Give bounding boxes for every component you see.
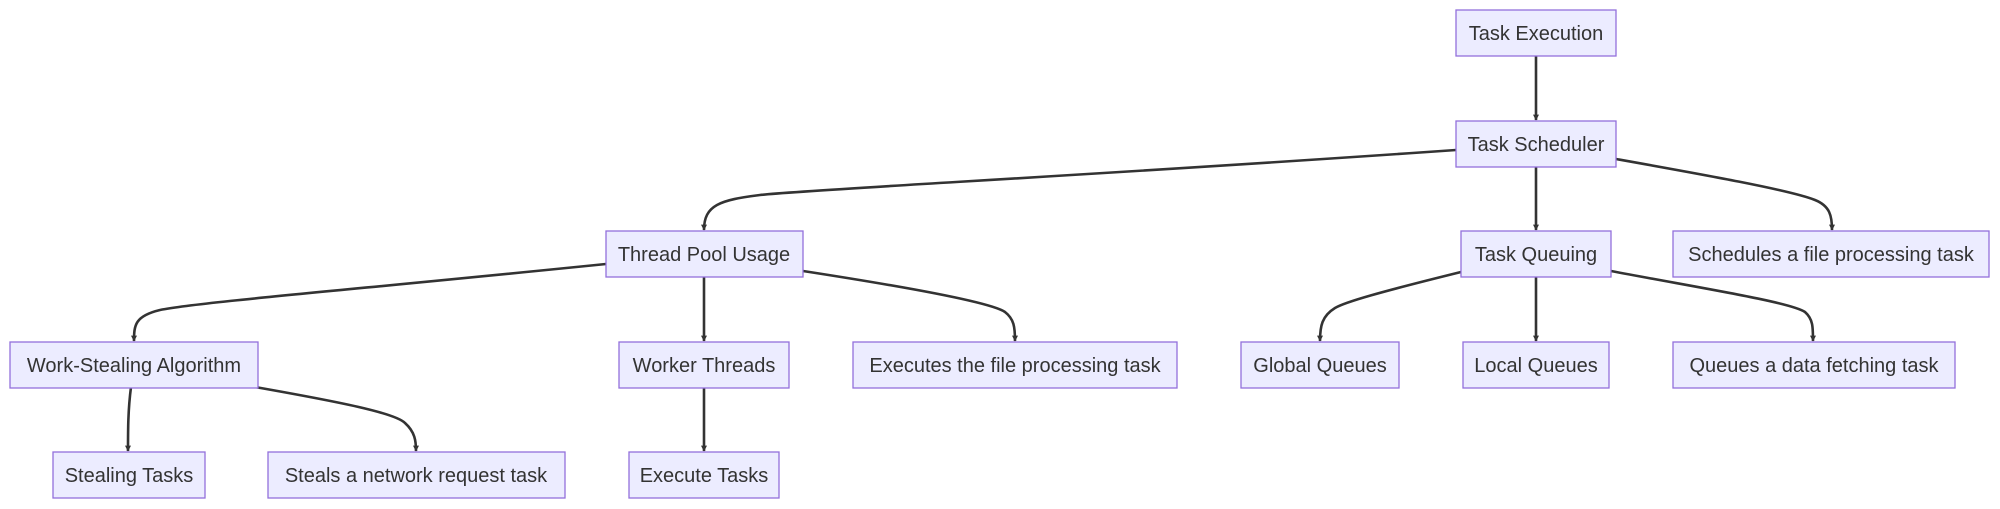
node-steals-network-task: Steals a network request task <box>267 451 566 499</box>
node-thread-pool-usage: Thread Pool Usage <box>605 230 804 278</box>
node-stealing-tasks-label: Stealing Tasks <box>65 465 194 487</box>
node-task-queuing: Task Queuing <box>1460 230 1612 278</box>
node-worker-threads: Worker Threads <box>618 341 790 389</box>
edge-task-scheduler-to-thread-pool-usage <box>701 148 1457 231</box>
node-executes-file-task: Executes the file processing task <box>852 341 1178 389</box>
node-steals-network-task-label: Steals a network request task <box>285 465 548 487</box>
node-work-stealing: Work-Stealing Algorithm <box>9 341 259 389</box>
edge-thread-pool-usage-to-executes-file-task <box>802 269 1018 342</box>
node-schedules-file-task: Schedules a file processing task <box>1672 230 1990 278</box>
node-worker-threads-label: Worker Threads <box>633 355 776 377</box>
edge-work-stealing-to-stealing-tasks <box>125 386 133 452</box>
node-local-queues-label: Local Queues <box>1474 355 1597 377</box>
node-task-scheduler: Task Scheduler <box>1455 120 1617 168</box>
node-queues-data-task-label: Queues a data fetching task <box>1689 355 1939 377</box>
node-global-queues: Global Queues <box>1240 341 1400 389</box>
node-task-execution: Task Execution <box>1455 9 1617 57</box>
node-task-queuing-label: Task Queuing <box>1475 244 1597 266</box>
edges <box>125 55 1835 452</box>
node-local-queues: Local Queues <box>1462 341 1610 389</box>
edge-task-queuing-to-queues-data-task <box>1610 269 1816 342</box>
node-schedules-file-task-label: Schedules a file processing task <box>1688 244 1975 266</box>
node-execute-tasks-label: Execute Tasks <box>640 465 769 487</box>
edge-work-stealing-to-steals-network-task <box>254 385 419 452</box>
node-global-queues-label: Global Queues <box>1253 355 1386 377</box>
node-task-execution-label: Task Execution <box>1469 23 1604 45</box>
node-queues-data-task: Queues a data fetching task <box>1672 341 1956 389</box>
node-task-scheduler-label: Task Scheduler <box>1468 134 1605 156</box>
edge-thread-pool-usage-to-work-stealing <box>131 262 607 342</box>
node-stealing-tasks: Stealing Tasks <box>52 451 206 499</box>
edge-task-queuing-to-global-queues <box>1317 270 1462 342</box>
node-executes-file-task-label: Executes the file processing task <box>869 355 1161 377</box>
node-work-stealing-label: Work-Stealing Algorithm <box>27 355 241 377</box>
node-thread-pool-usage-label: Thread Pool Usage <box>618 244 790 266</box>
node-execute-tasks: Execute Tasks <box>628 451 780 499</box>
edge-task-scheduler-to-schedules-file-task <box>1615 157 1835 231</box>
nodes: Task Execution Task Scheduler Thread Poo… <box>9 9 1990 499</box>
